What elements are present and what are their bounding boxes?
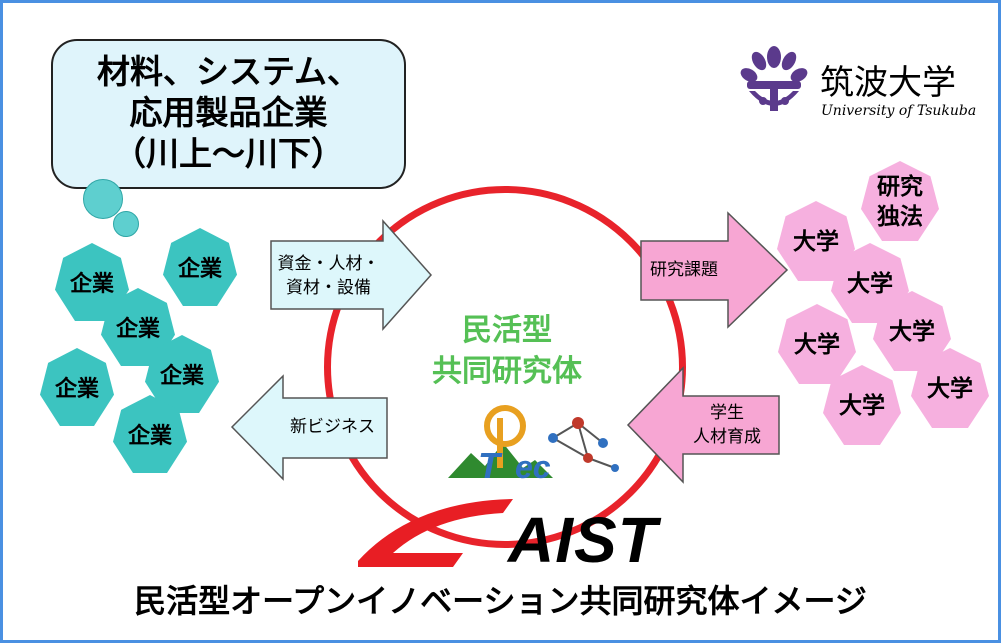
collaboration-ring bbox=[324, 186, 686, 548]
tpec-logo: T ec bbox=[448, 405, 619, 486]
callout-line-1: 材料、システム、 bbox=[96, 53, 360, 90]
company-blob: 企業 bbox=[113, 395, 187, 473]
university-blob: 大学 bbox=[823, 365, 901, 445]
company-blob: 企業 bbox=[163, 228, 237, 306]
diagram-caption: 民活型オープンイノベーション共同研究体イメージ bbox=[134, 583, 867, 619]
aist-logo-text: AIST bbox=[508, 504, 658, 576]
callout-tail-bubble-small bbox=[113, 211, 139, 237]
funds-arrow bbox=[270, 219, 433, 331]
new-business-arrow-label: 新ビジネス bbox=[290, 417, 375, 436]
center-title-line-1: 民活型 bbox=[462, 314, 552, 347]
svg-text:ec: ec bbox=[515, 449, 551, 485]
new-business-arrow bbox=[230, 374, 388, 481]
university-blob: 大学 bbox=[911, 348, 989, 428]
university-name-english: University of Tsukuba bbox=[821, 103, 977, 119]
university-blob: 大学 bbox=[777, 201, 855, 281]
university-name: 筑波大学 bbox=[820, 63, 956, 103]
research-institute-blob: 研究 独法 bbox=[861, 161, 939, 241]
callout-line-3: （川上～川下） bbox=[113, 135, 344, 172]
callout-line-2: 応用製品企業 bbox=[129, 94, 328, 131]
center-title-line-2: 共同研究体 bbox=[432, 355, 582, 388]
research-topics-arrow bbox=[640, 211, 789, 329]
svg-text:T: T bbox=[478, 445, 503, 486]
students-arrow bbox=[626, 366, 780, 484]
callout-tail-bubble-large bbox=[83, 179, 123, 219]
company-callout: 材料、システム、 応用製品企業 （川上～川下） bbox=[51, 39, 406, 189]
research-topics-arrow-label: 研究課題 bbox=[650, 260, 718, 279]
funds-arrow-label: 資金・人材・ 資材・設備 bbox=[277, 254, 380, 297]
arrow-shapes bbox=[230, 211, 789, 484]
aist-swoosh-icon bbox=[358, 499, 513, 567]
university-blob: 大学 bbox=[778, 304, 856, 384]
students-arrow-label: 学生 人材育成 bbox=[693, 403, 761, 446]
company-blob: 企業 bbox=[40, 348, 114, 426]
university-crest-icon bbox=[740, 46, 808, 111]
